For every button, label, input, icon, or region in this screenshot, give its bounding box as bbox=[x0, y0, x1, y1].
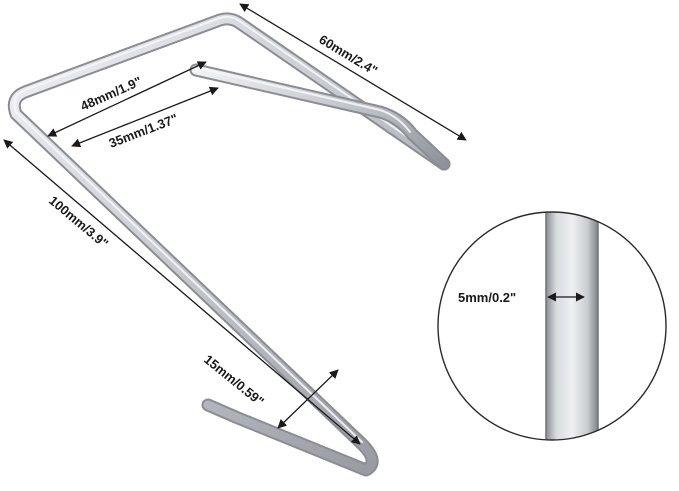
wire-cross-section bbox=[546, 212, 598, 440]
detail-circle-border bbox=[437, 211, 667, 441]
dimension-label-inner-top-width: 35mm/1.37" bbox=[107, 111, 180, 151]
dimension-label-outer-top-width: 48mm/1.9" bbox=[78, 73, 144, 113]
dimension-label-overall-width: 60mm/2.4" bbox=[316, 32, 380, 79]
dimension-overall-width: 60mm/2.4" bbox=[239, 3, 467, 141]
dimension-label-wire-thickness: 5mm/0.2" bbox=[458, 290, 516, 305]
wire-thickness-detail: 5mm/0.2" bbox=[437, 211, 667, 441]
hook-wire bbox=[7, 12, 451, 477]
dimension-total-height: 100mm/3.9" bbox=[3, 139, 361, 445]
